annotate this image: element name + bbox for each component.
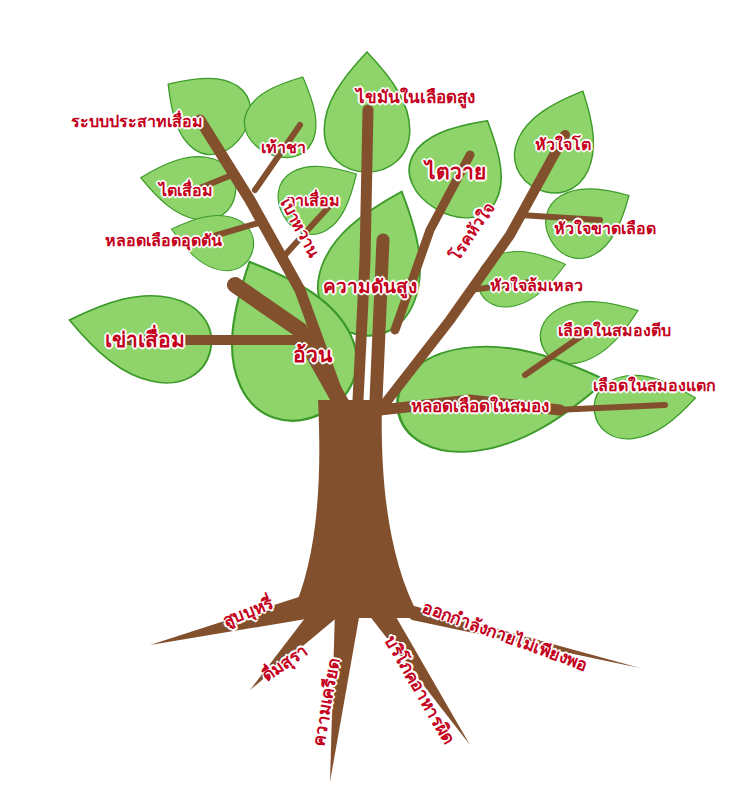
branch: [255, 125, 300, 190]
branch: [235, 285, 345, 410]
tree-label: โรคหัวใจ: [445, 199, 499, 264]
tree-label: สูบบุหรี่: [220, 593, 276, 631]
tree-label: เท้าชา: [261, 138, 306, 157]
branches: [120, 110, 665, 410]
tree-label: หัวใจล้มเหลว: [490, 276, 583, 295]
branch: [200, 120, 340, 400]
trunk-body: [290, 400, 420, 618]
leaves: [61, 52, 700, 461]
tree-label: เลือดในสมองแตก: [593, 376, 716, 395]
leaf: [235, 62, 336, 169]
tree-label: ระบบประสาทเสื่อม: [71, 112, 203, 131]
tree-label: เข่าเสื่อม: [105, 328, 185, 353]
tree-label: บริโภคอาหารผิด: [381, 632, 460, 748]
tree-label: หัวใจขาดเลือด: [554, 219, 656, 238]
branch: [520, 215, 600, 220]
tree-label: หัวใจโต: [535, 135, 591, 154]
branch: [358, 110, 368, 400]
tree-label: หลอดเลือดอุดตัน: [105, 231, 222, 250]
tree-label: ความเครียด: [308, 656, 344, 747]
branch: [555, 405, 665, 410]
trunk: [150, 400, 640, 782]
leaf: [146, 53, 264, 167]
tree-label: ไตเสื่อม: [159, 181, 213, 200]
tree-label: ออกกำลังกายไม่เพียงพอ: [420, 597, 590, 676]
tree-label: เลือดในสมองตีบ: [558, 321, 671, 340]
tree-label: หลอดเลือดในสมอง: [411, 396, 549, 416]
tree-label: อ้วน: [293, 343, 332, 368]
tree-label: ไตวาย: [425, 160, 486, 185]
tree-label: ความดันสูง: [323, 275, 417, 298]
leaf: [396, 97, 529, 233]
branch: [376, 240, 383, 400]
leaf: [503, 75, 618, 205]
tree-label: ไขมันในเลือดสูง: [356, 87, 475, 107]
tree-label: ดื่มสุรา: [258, 640, 311, 686]
